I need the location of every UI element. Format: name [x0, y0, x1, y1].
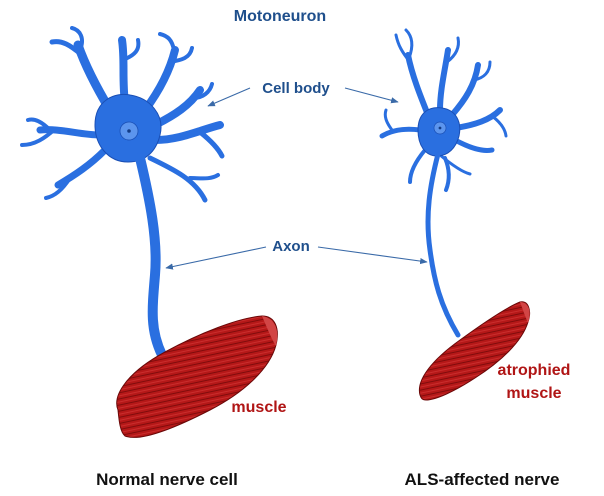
- atrophied-label-line1: atrophied: [498, 362, 571, 379]
- axon-leader-left: [165, 246, 267, 270]
- normal-neuron: [20, 26, 225, 360]
- atrophied-label-line2: muscle: [506, 385, 561, 402]
- normal-axon: [135, 153, 167, 360]
- normal-caption: Normal nerve cell: [96, 470, 238, 489]
- cell-body-label: Cell body: [262, 80, 330, 97]
- als-caption: ALS-affected nerve: [405, 470, 560, 489]
- diagram-title: Motoneuron: [234, 8, 326, 25]
- als-neuron: [379, 28, 508, 338]
- cell-body-leader-left: [207, 87, 251, 107]
- cell-body-leader-right: [344, 87, 399, 104]
- axon-leader-right: [317, 246, 428, 265]
- normal-muscle: [116, 315, 278, 438]
- als-axon: [425, 151, 461, 338]
- atrophied-muscle: [418, 301, 531, 401]
- muscle-label: muscle: [231, 399, 286, 416]
- axon-label: Axon: [272, 238, 310, 255]
- als-dendrites: [379, 28, 508, 192]
